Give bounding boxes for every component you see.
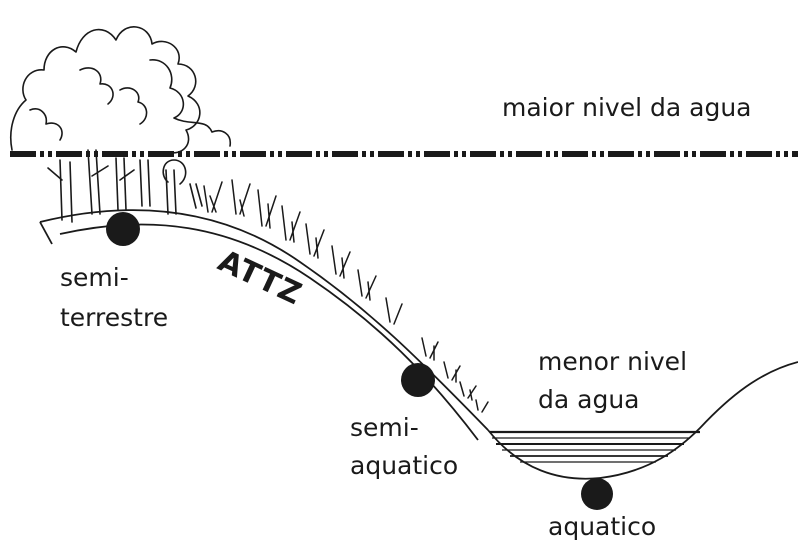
semi-terrestrial-label-line2: terrestre <box>60 303 168 332</box>
semi-aquatic-label-line2: aquatico <box>350 451 458 480</box>
marker-aquatic <box>581 478 613 510</box>
high-water-label: maior nivel da agua <box>502 93 752 122</box>
water-body <box>490 432 700 462</box>
forest-trees <box>11 27 230 222</box>
semi-terrestrial-label-line1: semi- <box>60 263 129 292</box>
marker-semi-aquatic <box>401 363 435 397</box>
marker-semi-terrestrial <box>106 212 140 246</box>
low-water-label-line2: da agua <box>538 385 640 414</box>
low-water-label-line1: menor nivel <box>538 347 687 376</box>
channel-bed <box>488 362 798 479</box>
semi-aquatic-label-line1: semi- <box>350 413 419 442</box>
aquatic-label: aquatico <box>548 512 656 541</box>
attz-label: ATTZ <box>213 244 308 313</box>
